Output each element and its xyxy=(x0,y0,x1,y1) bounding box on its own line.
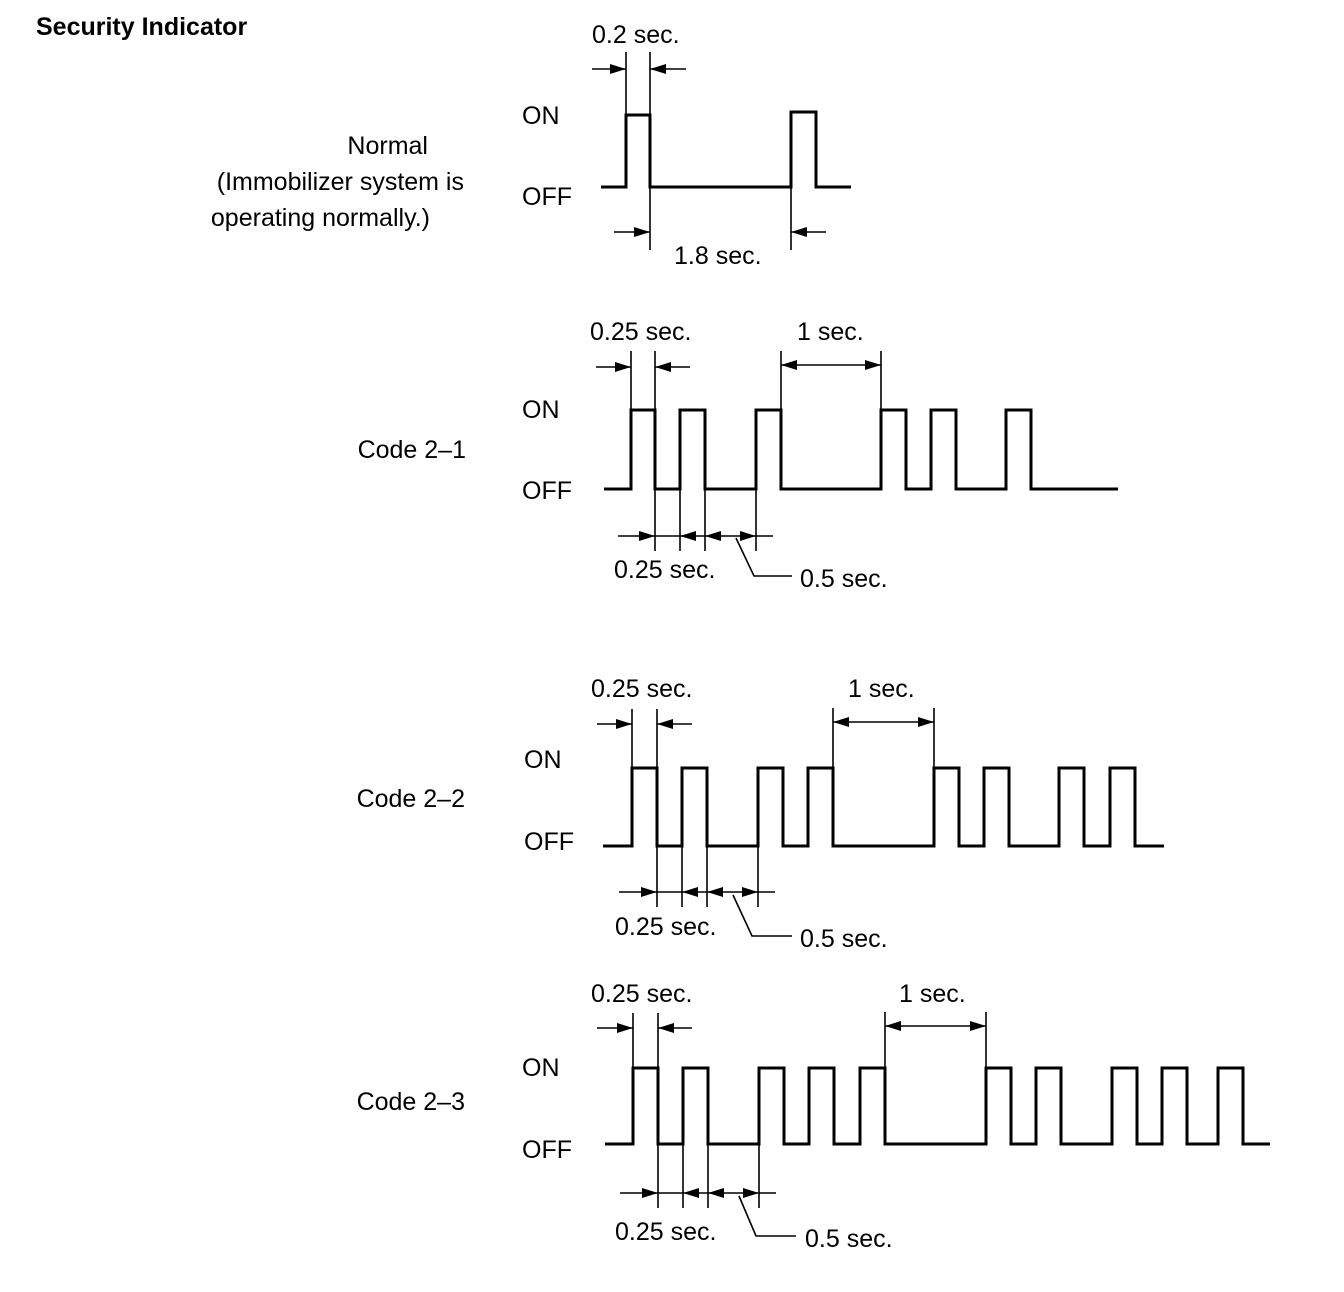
code-2-1-off-label: OFF xyxy=(522,477,572,505)
diagram-normal: Normal (Immobilizer system is operating … xyxy=(211,21,851,270)
code-2-1-on-label: ON xyxy=(522,396,560,424)
dimension-arrow xyxy=(683,1188,699,1198)
dimension-arrow xyxy=(615,362,631,372)
dimension-arrow xyxy=(634,227,650,237)
code-2-2-leader-line xyxy=(732,894,792,937)
dimension-arrow xyxy=(680,531,696,541)
code-2-2-long-gap-label: 0.5 sec. xyxy=(800,925,888,953)
dimension-arrow xyxy=(657,719,673,729)
dimension-arrow xyxy=(791,227,807,237)
code-2-3-long-gap-label: 0.5 sec. xyxy=(805,1225,893,1253)
dimension-arrow xyxy=(650,64,666,74)
code-2-3-pulse-width-label: 0.25 sec. xyxy=(591,980,692,1008)
diagram-code-2-1: Code 2–1 ON OFF 0.25 sec. 1 sec. 0.25 se… xyxy=(358,318,1118,593)
code-2-1-label: Code 2–1 xyxy=(358,436,466,464)
code-2-3-short-gap-label: 0.25 sec. xyxy=(615,1218,716,1246)
dimension-arrow xyxy=(705,531,721,541)
dimension-arrow xyxy=(918,717,934,727)
normal-on-label: ON xyxy=(522,102,560,130)
code-2-3-leader-line xyxy=(738,1195,796,1237)
dimension-arrow xyxy=(865,360,881,370)
code-2-2-short-gap-label: 0.25 sec. xyxy=(615,913,716,941)
code-2-1-group-gap-label: 1 sec. xyxy=(797,318,864,346)
dimension-arrow xyxy=(833,717,849,727)
code-2-3-off-label: OFF xyxy=(522,1136,572,1164)
dimension-arrow xyxy=(682,887,698,897)
code-2-1-leader-line xyxy=(735,537,792,577)
code-2-3-group-gap-label: 1 sec. xyxy=(899,980,966,1008)
dimension-arrow xyxy=(642,1188,658,1198)
code-2-2-on-label: ON xyxy=(524,746,562,774)
dimension-arrow xyxy=(743,1188,759,1198)
code-2-3-label: Code 2–3 xyxy=(357,1088,465,1116)
dimension-arrow xyxy=(610,64,626,74)
code-2-1-waveform xyxy=(604,408,1118,491)
code-2-2-waveform xyxy=(603,766,1164,848)
diagram-code-2-2: Code 2–2 ON OFF 0.25 sec. 1 sec. 0.25 se… xyxy=(357,675,1164,953)
dimension-arrow xyxy=(970,1021,986,1031)
code-2-3-on-label: ON xyxy=(522,1054,560,1082)
normal-label-line-3: operating normally.) xyxy=(211,204,430,232)
normal-on-pulse-label: 0.2 sec. xyxy=(592,21,680,49)
code-2-2-pulse-width-label: 0.25 sec. xyxy=(591,675,692,703)
diagram-code-2-3: Code 2–3 ON OFF 0.25 sec. 1 sec. 0.25 se… xyxy=(357,980,1270,1253)
code-2-1-short-gap-label: 0.25 sec. xyxy=(614,556,715,584)
code-2-3-waveform xyxy=(605,1066,1270,1146)
code-2-2-off-label: OFF xyxy=(524,828,574,856)
dimension-arrow xyxy=(655,362,671,372)
dimension-arrow xyxy=(707,887,723,897)
dimension-arrow xyxy=(708,1188,724,1198)
title: Security Indicator xyxy=(36,13,247,41)
dimension-arrow xyxy=(781,360,797,370)
code-2-1-long-gap-label: 0.5 sec. xyxy=(800,565,888,593)
normal-waveform xyxy=(601,110,851,189)
dimension-arrow xyxy=(742,887,758,897)
normal-label-line-2: (Immobilizer system is xyxy=(217,168,464,196)
dimension-arrow xyxy=(885,1021,901,1031)
dimension-arrow xyxy=(639,531,655,541)
normal-interval-label: 1.8 sec. xyxy=(674,242,762,270)
dimension-arrow xyxy=(641,887,657,897)
dimension-arrow xyxy=(616,719,632,729)
dimension-arrow xyxy=(617,1023,633,1033)
dimension-arrow xyxy=(740,531,756,541)
normal-off-label: OFF xyxy=(522,183,572,211)
normal-label-line-1: Normal xyxy=(347,132,428,160)
code-2-2-label: Code 2–2 xyxy=(357,785,465,813)
code-2-1-pulse-width-label: 0.25 sec. xyxy=(590,318,691,346)
dimension-arrow xyxy=(658,1023,674,1033)
code-2-2-group-gap-label: 1 sec. xyxy=(848,675,915,703)
